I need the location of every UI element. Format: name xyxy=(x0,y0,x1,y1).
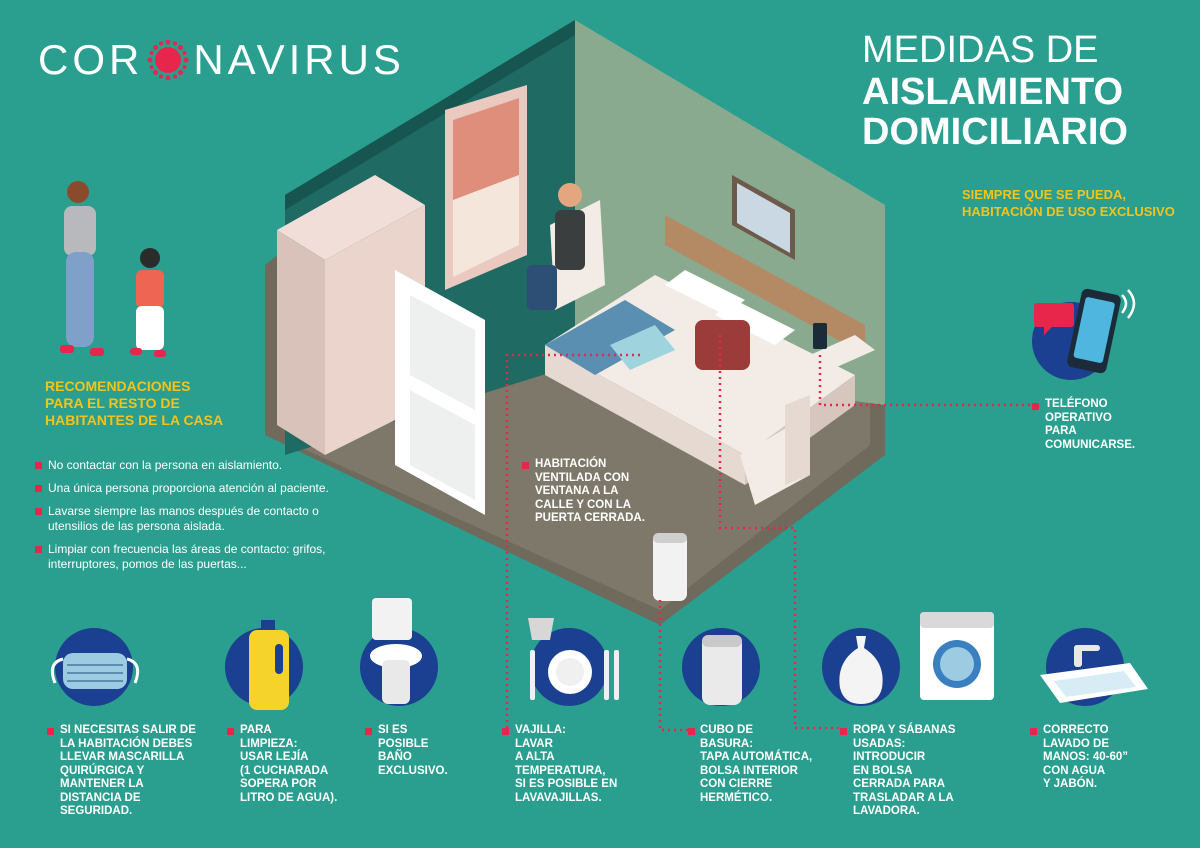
bullet-square xyxy=(227,728,234,735)
bullet-square xyxy=(1030,728,1037,735)
phone-callout: TELÉFONO OPERATIVO PARA COMUNICARSE. xyxy=(1045,398,1136,451)
room-callout: HABITACIÓN VENTILADA CON VENTANA A LA CA… xyxy=(535,458,645,524)
bullet-square xyxy=(365,728,372,735)
recommendations-heading: RECOMENDACIONES PARA EL RESTO DE HABITAN… xyxy=(45,378,224,428)
logo-text-left: COR xyxy=(38,36,144,83)
trash-label: CUBO DE BASURA: TAPA AUTOMÁTICA, BOLSA I… xyxy=(700,724,813,804)
trash-bin-icon xyxy=(702,635,742,705)
handwash-label: CORRECTO LAVADO DE MANOS: 40-60” CON AGU… xyxy=(1043,724,1128,790)
mask-icon xyxy=(50,653,140,689)
dishes-icon xyxy=(528,618,619,700)
bleach-label: PARA LIMPIEZA: USAR LEJÍA (1 CUCHARADA S… xyxy=(240,724,338,804)
title-line-2: AISLAMIENTO xyxy=(862,71,1124,113)
subtitle: SIEMPRE QUE SE PUEDA, HABITACIÓN DE USO … xyxy=(962,187,1175,219)
list-item: Lavarse siempre las manos después de con… xyxy=(35,504,355,534)
toilet-label: SI ES POSIBLE BAÑO EXCLUSIVO. xyxy=(378,724,448,777)
bleach-icon xyxy=(249,620,289,710)
list-item: No contactar con la persona en aislamien… xyxy=(35,458,355,473)
bullet-square xyxy=(840,728,847,735)
toilet-icon xyxy=(370,598,422,704)
family-illustration xyxy=(60,181,166,357)
bullet-square xyxy=(502,728,509,735)
bag-icon xyxy=(839,636,883,704)
phone-icon xyxy=(1034,288,1136,374)
list-item: Limpiar con frecuencia las áreas de cont… xyxy=(35,542,355,572)
room-bullet xyxy=(522,462,529,469)
virus-icon xyxy=(147,39,189,81)
room-illustration xyxy=(265,20,885,625)
sink-icon xyxy=(1040,645,1148,703)
list-item: Una única persona proporciona atención a… xyxy=(35,481,355,496)
dishes-label: VAJILLA: LAVAR A ALTA TEMPERATURA, SI ES… xyxy=(515,724,618,804)
bullet-square xyxy=(688,728,695,735)
logo: COR NAVIRUS xyxy=(38,36,405,84)
recommendations-list: No contactar con la persona en aislamien… xyxy=(35,458,355,580)
laundry-icon xyxy=(920,612,994,700)
logo-text-right: NAVIRUS xyxy=(193,36,405,83)
mask-label: SI NECESITAS SALIR DE LA HABITACIÓN DEBE… xyxy=(60,724,196,817)
title-line-3: DOMICILIARIO xyxy=(862,111,1128,153)
laundry-label: ROPA Y SÁBANAS USADAS: INTRODUCIR EN BOL… xyxy=(853,724,956,817)
bullet-square xyxy=(47,728,54,735)
title-line-1: MEDIDAS DE xyxy=(862,29,1099,71)
phone-bullet xyxy=(1032,403,1039,410)
